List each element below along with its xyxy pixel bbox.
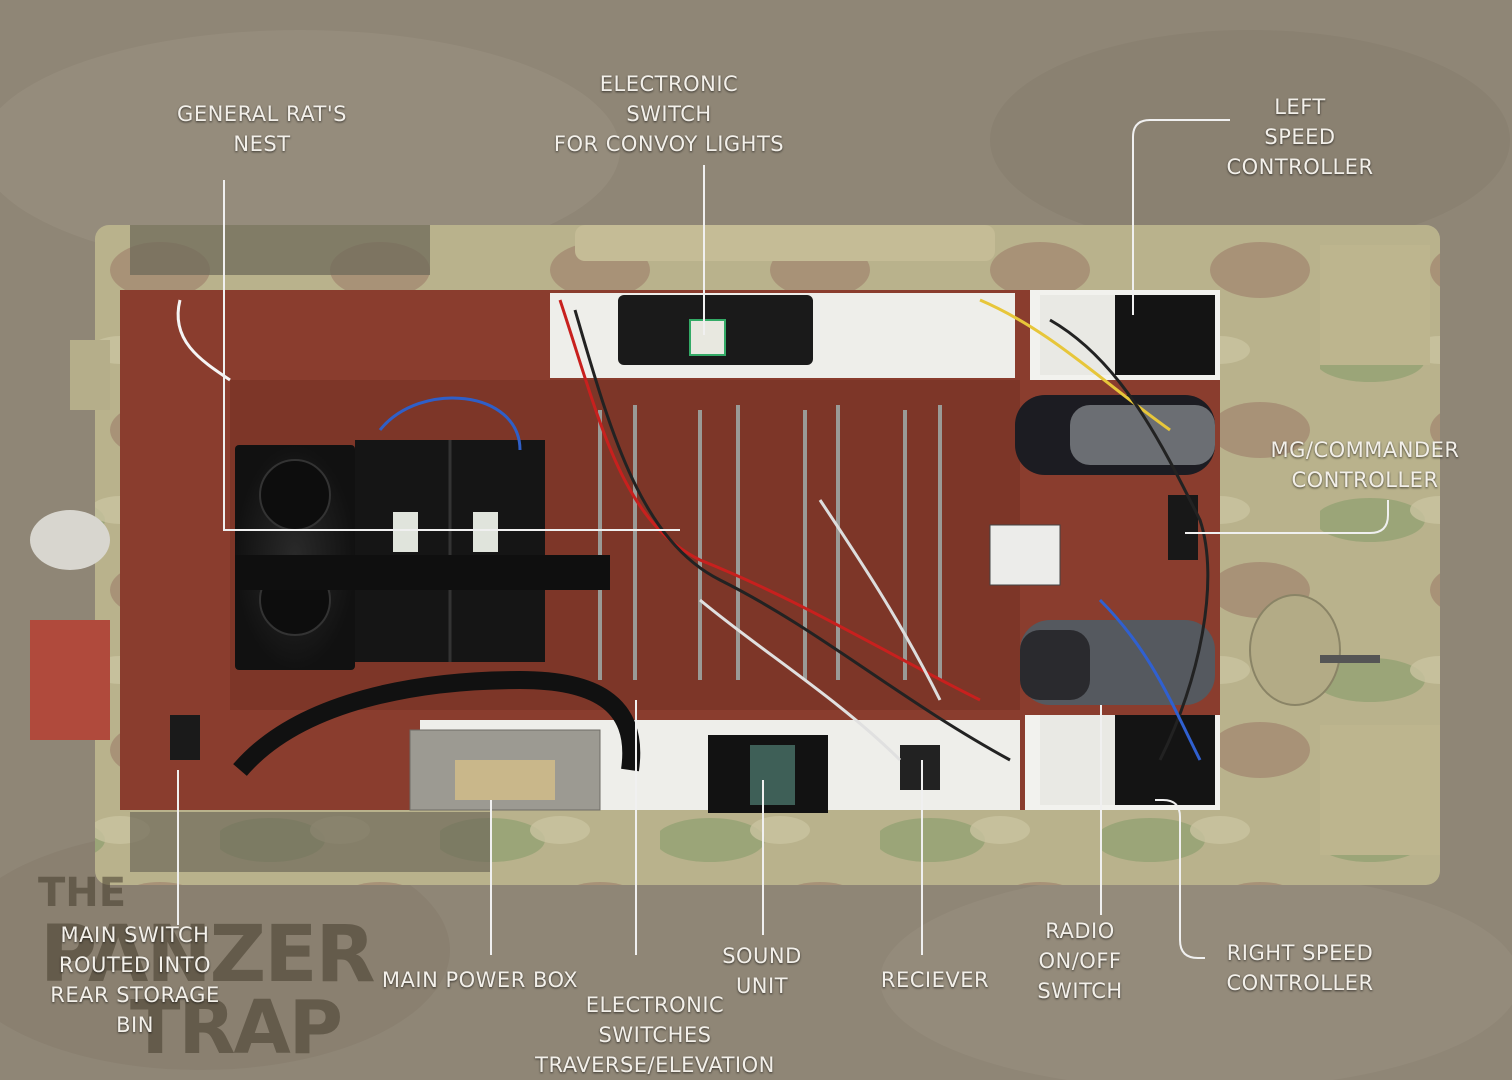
watermark-trap: TRAP [130, 985, 343, 1071]
label-line: TRAVERSE/ELEVATION [535, 1053, 775, 1077]
label-left-speed-controller: LEFT SPEED CONTROLLER [1200, 92, 1400, 182]
watermark-panzer: PANZER [40, 910, 376, 1000]
label-line: MAIN SWITCH [60, 923, 210, 947]
components [170, 295, 1215, 813]
label-line: CONTROLLER [1226, 971, 1374, 995]
label-line: SWITCH [1037, 979, 1123, 1003]
label-line: ON/OFF [1038, 949, 1122, 973]
label-line: NEST [233, 132, 291, 156]
watermark-the: THE [38, 870, 127, 916]
label-line: BIN [116, 1013, 154, 1037]
label-sound-unit: SOUND UNIT [702, 941, 822, 1001]
label-mg-commander-controller: MG/COMMANDER CONTROLLER [1250, 435, 1480, 495]
label-convoy-light-switch: ELECTRONIC SWITCH FOR CONVOY LIGHTS [519, 69, 819, 159]
label-line: SWITCH [626, 102, 712, 126]
label-line: SPEED [1264, 125, 1336, 149]
label-line: GENERAL RAT'S [177, 102, 347, 126]
label-line: UNIT [735, 974, 789, 998]
label-line: MG/COMMANDER [1270, 438, 1460, 462]
label-line: FOR CONVOY LIGHTS [553, 132, 785, 156]
label-line: SOUND [722, 944, 802, 968]
label-line: ELECTRONIC [585, 993, 725, 1017]
label-line: CONTROLLER [1226, 155, 1374, 179]
label-line: RIGHT SPEED [1226, 941, 1374, 965]
label-right-speed-controller: RIGHT SPEED CONTROLLER [1195, 938, 1405, 998]
label-line: RADIO [1045, 919, 1115, 943]
label-line: REAR STORAGE [50, 983, 220, 1007]
label-main-power-box: MAIN POWER BOX [360, 965, 600, 995]
label-line: SWITCHES [598, 1023, 712, 1047]
label-line: ELECTRONIC [599, 72, 739, 96]
label-receiver: RECIEVER [860, 965, 1010, 995]
label-line: ROUTED INTO [58, 953, 212, 977]
label-line: CONTROLLER [1291, 468, 1439, 492]
label-line: MAIN POWER BOX [381, 968, 579, 992]
leader-lines [177, 119, 1389, 959]
label-electronic-switches: ELECTRONIC SWITCHES TRAVERSE/ELEVATION [505, 990, 805, 1080]
label-line: RECIEVER [880, 968, 990, 992]
label-general-rats-nest: GENERAL RAT'S NEST [112, 99, 412, 159]
label-line: LEFT [1274, 95, 1326, 119]
label-main-switch: MAIN SWITCH ROUTED INTO REAR STORAGE BIN [20, 920, 250, 1040]
label-radio-switch: RADIO ON/OFF SWITCH [1020, 916, 1140, 1006]
